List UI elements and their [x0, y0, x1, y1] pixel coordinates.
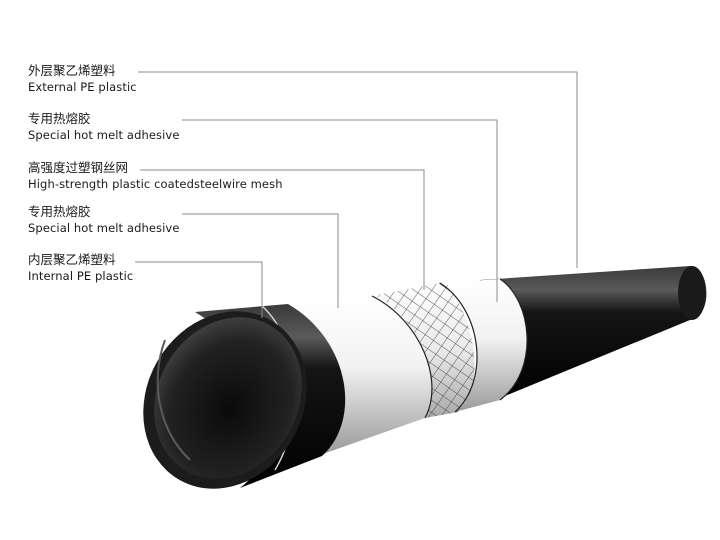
leader-lines [135, 71, 578, 318]
leader-line-steel-mesh [140, 169, 425, 290]
label-outer-adhesive: 专用热熔胶 Special hot melt adhesive [28, 111, 180, 143]
label-inner-adhesive: 专用热熔胶 Special hot melt adhesive [28, 204, 180, 236]
label-cn: 专用热熔胶 [28, 204, 91, 219]
seam-line [499, 278, 528, 401]
outer-pe-layer [480, 266, 707, 398]
label-en: Special hot melt adhesive [28, 221, 180, 235]
seam-line [439, 282, 478, 413]
seam-line [371, 295, 433, 419]
label-en: High-strength plastic coatedsteelwire me… [28, 177, 283, 191]
leader-line-internal-pe [135, 261, 263, 318]
outer-adhesive-layer [440, 279, 528, 412]
label-internal-pe: 内层聚乙烯塑料 Internal PE plastic [28, 252, 133, 284]
label-cn: 内层聚乙烯塑料 [28, 252, 116, 267]
label-en: Internal PE plastic [28, 269, 134, 283]
mouth-highlight [156, 339, 191, 461]
leader-line-inner-adhesive [182, 213, 339, 308]
label-cn: 高强度过塑钢丝网 [28, 160, 129, 175]
label-cn: 外层聚乙烯塑料 [28, 63, 116, 78]
label-cn: 专用热熔胶 [28, 111, 91, 126]
label-en: Special hot melt adhesive [28, 128, 180, 142]
leader-line-outer-adhesive [182, 119, 498, 302]
leader-line-external-pe [138, 71, 578, 268]
label-steel-mesh: 高强度过塑钢丝网 High-strength plastic coatedste… [28, 160, 283, 192]
label-en: External PE plastic [28, 80, 137, 94]
pipe-end-cap [678, 266, 706, 320]
pipe-mouth-inner [154, 317, 302, 479]
label-external-pe: 外层聚乙烯塑料 External PE plastic [28, 63, 137, 95]
